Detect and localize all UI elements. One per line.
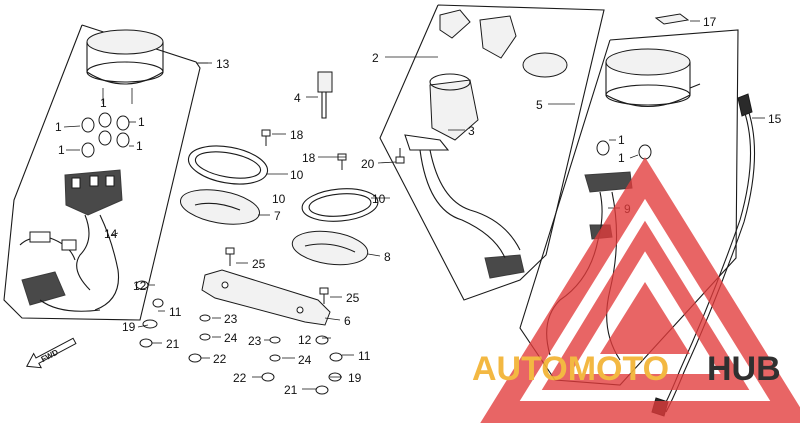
callout-18b: 18 bbox=[302, 151, 316, 165]
callout-17: 17 bbox=[703, 15, 717, 29]
callout-1c: 1 bbox=[138, 115, 145, 129]
callout-10c: 10 bbox=[290, 168, 304, 182]
callout-3: 3 bbox=[468, 124, 475, 138]
callout-11a: 11 bbox=[169, 305, 182, 319]
tachometer-assembly-group bbox=[519, 13, 756, 417]
callout-4: 4 bbox=[294, 91, 301, 105]
callout-24b: 24 bbox=[298, 353, 312, 367]
callout-1e: 1 bbox=[58, 143, 65, 157]
callout-25a: 25 bbox=[252, 257, 266, 271]
callout-10b: 10 bbox=[372, 192, 386, 206]
callout-23b: 23 bbox=[248, 334, 262, 348]
callout-22b: 22 bbox=[233, 371, 247, 385]
callout-10a: 10 bbox=[272, 192, 286, 206]
callout-1d: 1 bbox=[136, 139, 143, 153]
callout-labels: 13 2 3 4 5 6 7 8 9 10 10 10 11 11 12 12 … bbox=[55, 15, 782, 397]
watermark-logo: AUTOMOTO HUB bbox=[472, 157, 800, 423]
callout-5: 5 bbox=[536, 98, 543, 112]
callout-18a: 18 bbox=[290, 128, 304, 142]
callout-19a: 19 bbox=[122, 320, 136, 334]
callout-19b: 19 bbox=[348, 371, 362, 385]
callout-1g: 1 bbox=[618, 151, 625, 165]
callout-12a: 12 bbox=[133, 279, 147, 293]
callout-21b: 21 bbox=[284, 383, 298, 397]
callout-24a: 24 bbox=[224, 331, 238, 345]
callout-1f: 1 bbox=[618, 133, 625, 147]
callout-1a: 1 bbox=[55, 120, 62, 134]
callout-15: 15 bbox=[768, 112, 782, 126]
callout-20: 20 bbox=[361, 157, 375, 171]
speedometer-assembly-group bbox=[3, 24, 201, 321]
callout-11b: 11 bbox=[358, 349, 371, 363]
fwd-arrow: FWD bbox=[26, 337, 77, 369]
callout-8: 8 bbox=[384, 250, 391, 264]
callout-2: 2 bbox=[372, 51, 379, 65]
callout-23a: 23 bbox=[224, 312, 238, 326]
callout-13: 13 bbox=[216, 57, 230, 71]
callout-21a: 21 bbox=[166, 337, 180, 351]
callout-22a: 22 bbox=[213, 352, 227, 366]
watermark-text-left: AUTOMOTO bbox=[472, 350, 669, 388]
leader-lines bbox=[111, 20, 765, 390]
meter-trim-group bbox=[135, 71, 405, 395]
callout-1b: 1 bbox=[100, 96, 107, 110]
watermark-text-right: HUB bbox=[707, 350, 781, 388]
callout-7: 7 bbox=[274, 209, 281, 223]
callout-25b: 25 bbox=[346, 291, 360, 305]
callout-12b: 12 bbox=[298, 333, 312, 347]
ignition-switch-group bbox=[379, 4, 605, 301]
callout-6: 6 bbox=[344, 314, 351, 328]
callout-14: 14 bbox=[104, 227, 118, 241]
